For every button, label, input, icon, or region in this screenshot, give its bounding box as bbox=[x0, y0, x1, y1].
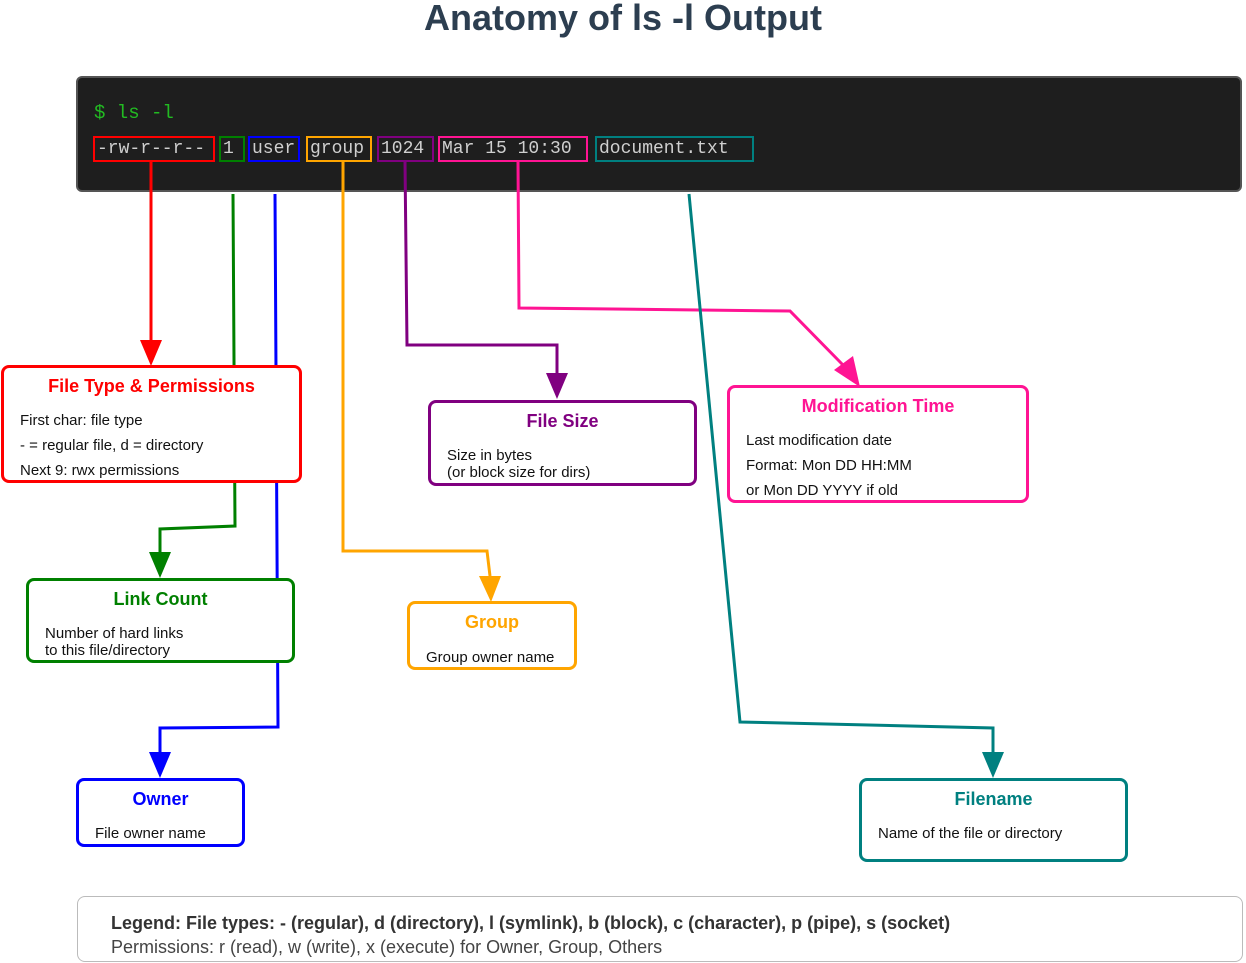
connector-size bbox=[403, 161, 559, 373]
segment-group: group bbox=[306, 136, 372, 162]
box-line: Size in bytes bbox=[447, 447, 533, 464]
box-title: Owner bbox=[132, 789, 189, 809]
box-line: Number of hard links bbox=[45, 625, 184, 642]
connector-mtime bbox=[516, 161, 845, 367]
connector-link-count bbox=[158, 193, 237, 552]
arrow-size bbox=[546, 373, 568, 399]
box-modification-time: Modification Time Last modification date… bbox=[727, 385, 1029, 503]
segment-permissions: -rw-r--r-- bbox=[93, 136, 215, 162]
box-line: First char: file type bbox=[20, 412, 143, 429]
box-line: Group owner name bbox=[426, 649, 555, 666]
box-line: (or block size for dirs) bbox=[447, 464, 591, 481]
connector-filename bbox=[687, 193, 995, 752]
box-line: Next 9: rwx permissions bbox=[20, 462, 180, 479]
segment-filename: document.txt bbox=[595, 136, 754, 162]
box-group: Group Group owner name bbox=[407, 601, 577, 670]
box-file-type-permissions: File Type & Permissions First char: file… bbox=[1, 365, 302, 483]
segment-size: 1024 bbox=[377, 136, 434, 162]
legend-permissions: Permissions: r (read), w (write), x (exe… bbox=[111, 937, 663, 957]
legend-box: Legend: File types: - (regular), d (dire… bbox=[77, 896, 1243, 962]
arrow-group bbox=[479, 576, 501, 602]
box-line: File owner name bbox=[95, 825, 206, 842]
arrow-mtime bbox=[834, 356, 860, 387]
box-title: Group bbox=[465, 612, 519, 632]
box-line: Last modification date bbox=[746, 432, 892, 449]
box-link-count: Link Count Number of hard links to this … bbox=[26, 578, 295, 663]
segment-link-count: 1 bbox=[219, 136, 245, 162]
box-title: Filename bbox=[954, 789, 1033, 809]
terminal-prompt: $ ls -l bbox=[94, 102, 174, 124]
legend-file-types: Legend: File types: - (regular), d (dire… bbox=[111, 913, 951, 933]
box-line: or Mon DD YYYY if old bbox=[746, 482, 899, 499]
terminal-window bbox=[76, 76, 1242, 192]
box-owner: Owner File owner name bbox=[76, 778, 245, 847]
box-title: File Size bbox=[526, 411, 599, 431]
box-line: Format: Mon DD HH:MM bbox=[746, 457, 912, 474]
box-file-size: File Size Size in bytes (or block size f… bbox=[428, 400, 697, 486]
segment-mtime: Mar 15 10:30 bbox=[438, 136, 588, 162]
arrow-filename bbox=[982, 752, 1004, 778]
arrow-owner bbox=[149, 752, 171, 778]
box-line: Name of the file or directory bbox=[878, 825, 1063, 842]
arrow-permissions bbox=[140, 340, 162, 366]
box-title: File Type & Permissions bbox=[48, 376, 255, 396]
arrow-link-count bbox=[149, 552, 171, 578]
diagram-title: Anatomy of ls -l Output bbox=[424, 0, 822, 38]
box-line: to this file/directory bbox=[45, 642, 171, 659]
box-filename: Filename Name of the file or directory bbox=[859, 778, 1128, 862]
box-title: Link Count bbox=[113, 589, 208, 609]
box-line: - = regular file, d = directory bbox=[20, 437, 204, 454]
box-title: Modification Time bbox=[801, 396, 955, 416]
segment-owner: user bbox=[248, 136, 300, 162]
connector-group bbox=[341, 162, 492, 577]
